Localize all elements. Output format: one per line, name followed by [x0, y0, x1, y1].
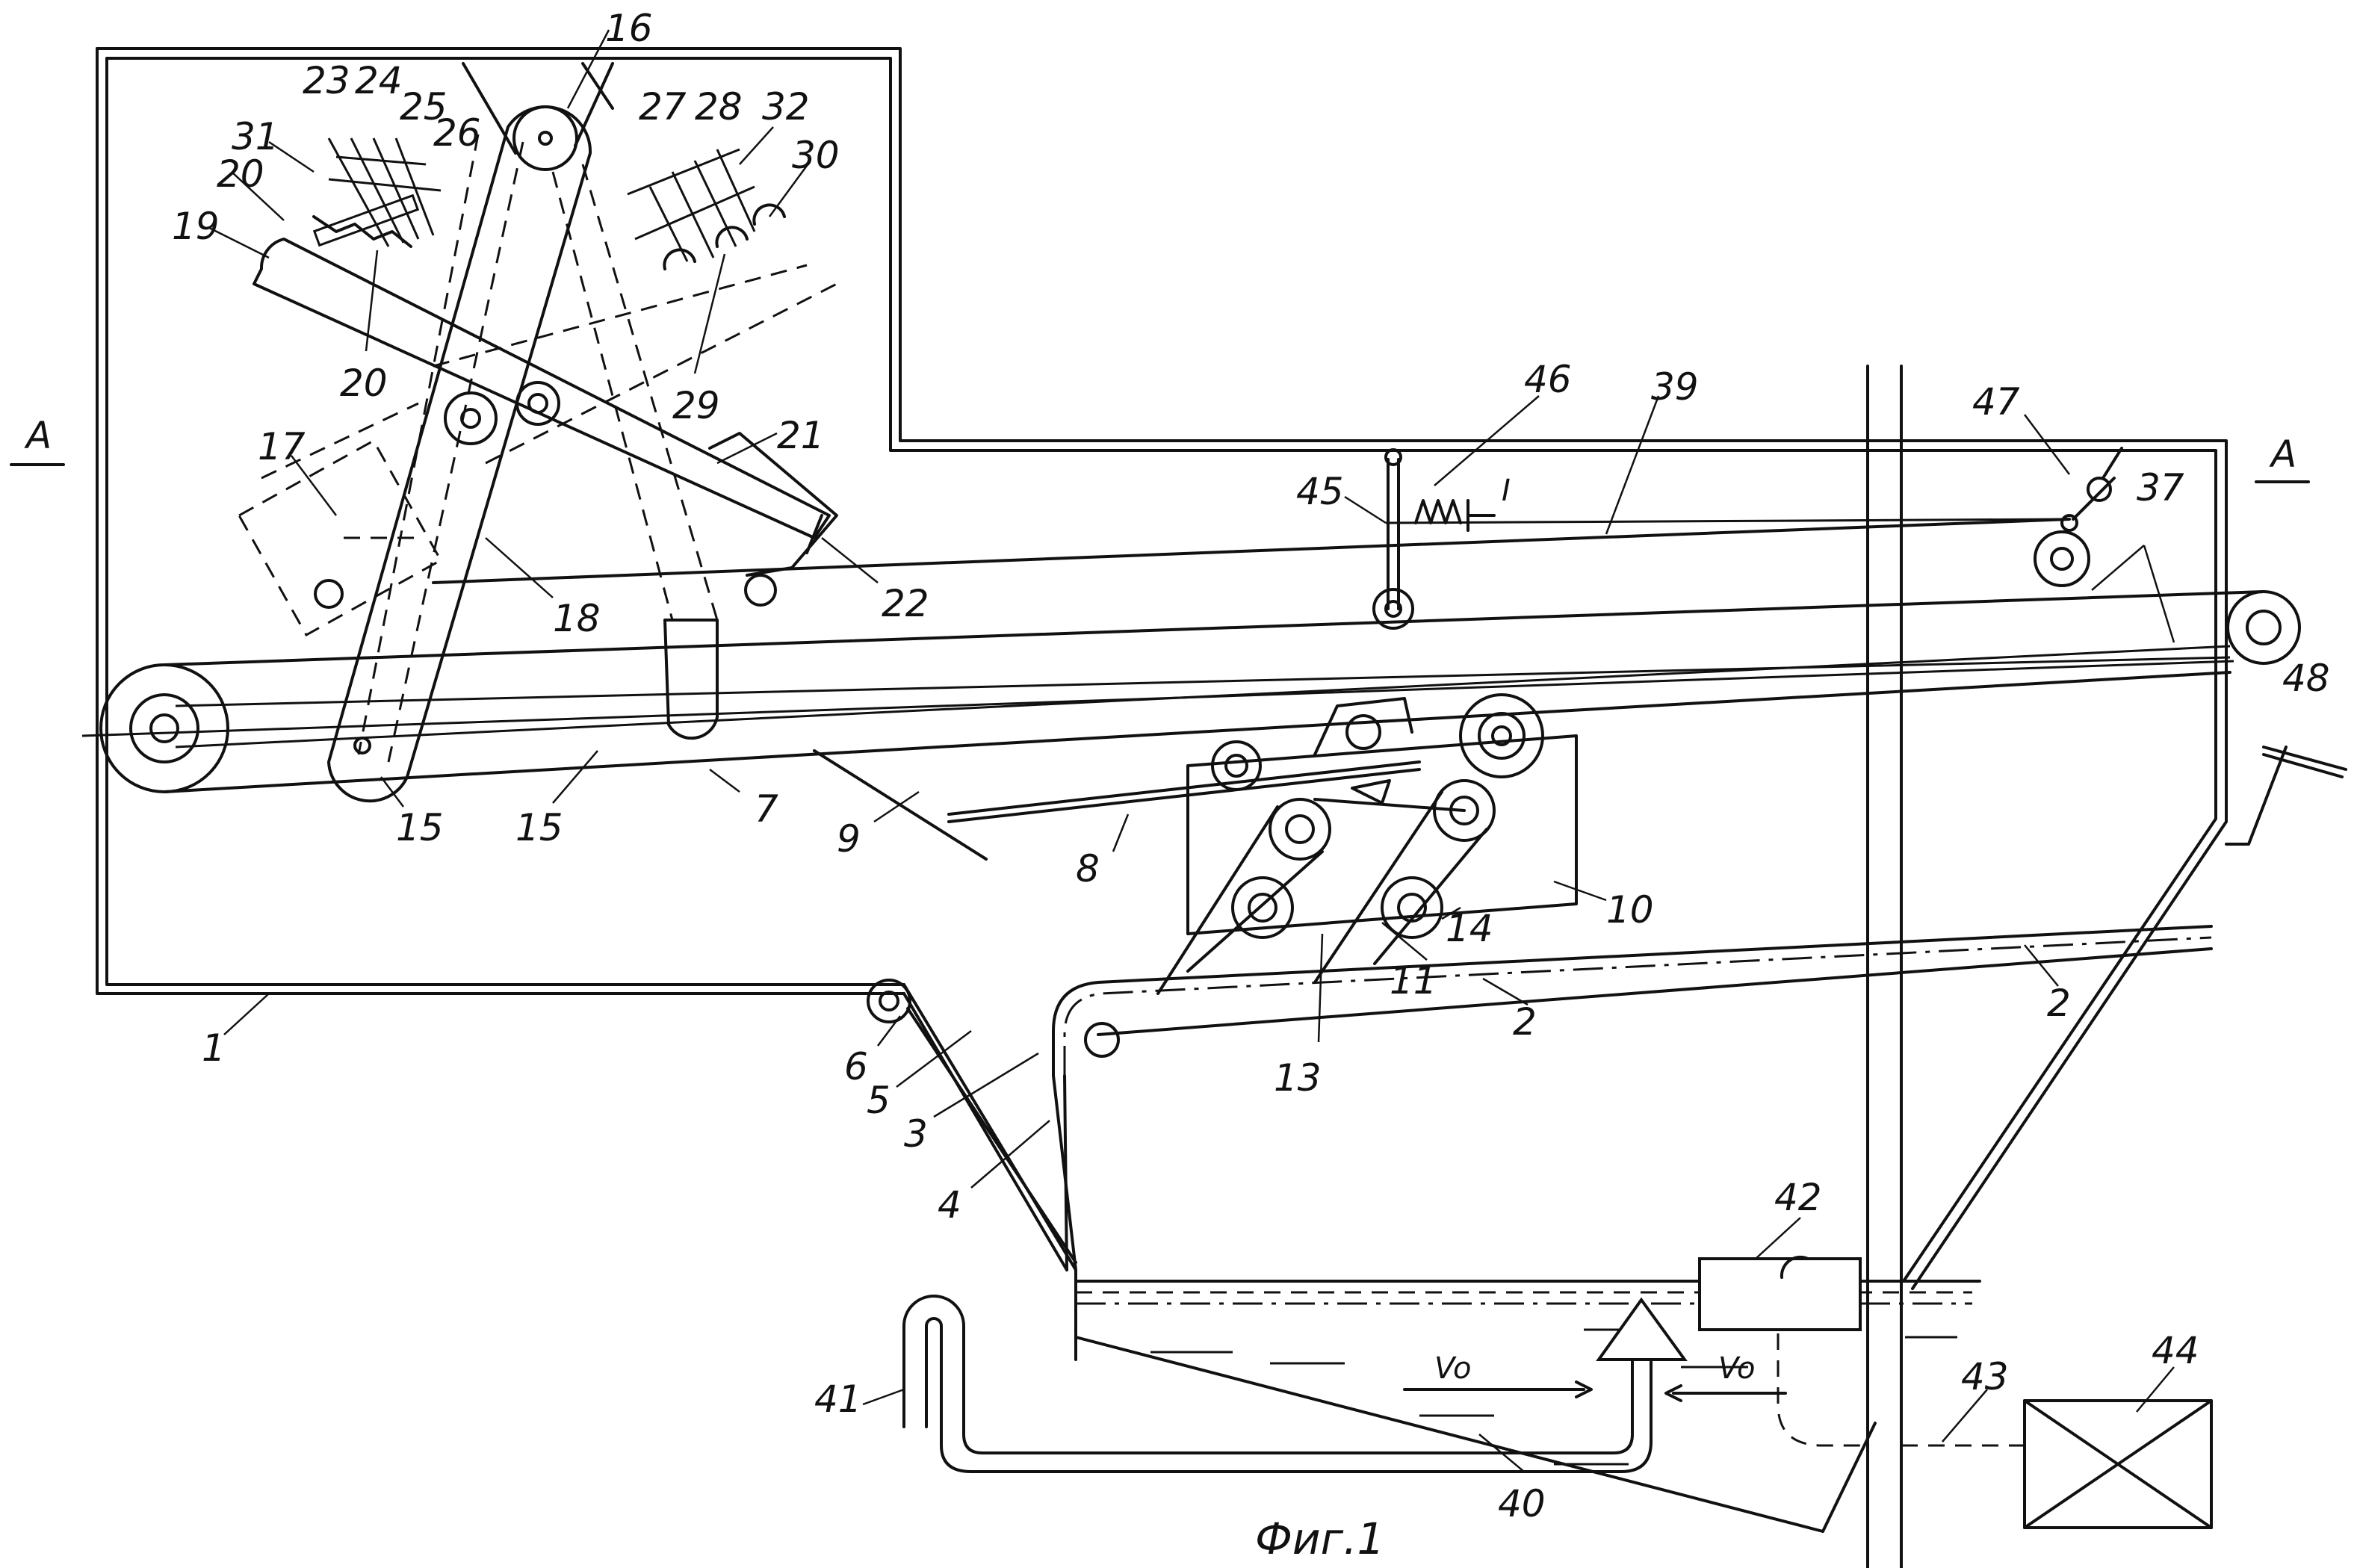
label-15-right: 15 [515, 806, 563, 849]
label-48: 48 [2282, 657, 2330, 700]
label-9: 9 [837, 817, 861, 861]
label-13: 13 [1274, 1056, 1322, 1100]
label-19: 19 [172, 205, 220, 248]
label-28: 28 [695, 85, 743, 128]
label-44: 44 [2152, 1329, 2199, 1372]
label-32: 32 [762, 85, 810, 128]
label-39: 39 [1651, 365, 1699, 409]
section-mark-a-right: A [2269, 433, 2296, 476]
crossing-arm-18 [254, 239, 837, 605]
label-22: 22 [882, 582, 929, 625]
label-5: 5 [867, 1079, 891, 1122]
lever-45-46: I [1374, 450, 1511, 628]
beam-39 [433, 519, 2069, 583]
label-10: 10 [1606, 888, 1654, 932]
label-26: 26 [433, 111, 481, 155]
section-mark-a-left: A [24, 414, 52, 457]
label-1: 1 [202, 1026, 226, 1070]
reference-labels: 1 2 2 3 4 5 6 7 8 9 10 11 13 14 15 15 16 [172, 7, 2330, 1525]
letter-mark-i: I [1502, 474, 1511, 508]
label-18: 18 [553, 597, 601, 640]
label-2-mid: 2 [1513, 1000, 1537, 1044]
label-4: 4 [938, 1183, 961, 1227]
label-3: 3 [904, 1112, 928, 1156]
label-23: 23 [303, 59, 350, 102]
label-7: 7 [755, 787, 778, 831]
label-47: 47 [1972, 380, 2020, 424]
lower-belt-2 [1053, 926, 2211, 1270]
siphon-41 [904, 1296, 1685, 1472]
label-20-top: 20 [217, 152, 264, 196]
outlet-48 [2226, 747, 2346, 844]
label-40: 40 [1498, 1482, 1546, 1525]
flow-label-vo-left: Vo [1434, 1351, 1472, 1386]
upper-conveyor-37 [82, 592, 2299, 792]
label-16: 16 [605, 7, 653, 50]
roller-47 [2035, 448, 2122, 586]
label-45: 45 [1296, 470, 1344, 513]
brush-unit-left [314, 138, 441, 247]
brush-unit-right [628, 149, 784, 269]
label-8: 8 [1076, 847, 1100, 890]
label-2-right: 2 [2047, 982, 2071, 1025]
label-20-bottom: 20 [340, 362, 388, 405]
label-37: 37 [2137, 466, 2184, 509]
label-14: 14 [1446, 907, 1493, 950]
block-10 [1158, 695, 1576, 994]
inclined-arm-15 [329, 63, 717, 801]
label-42: 42 [1774, 1176, 1822, 1219]
label-15-left: 15 [396, 806, 444, 849]
label-31: 31 [232, 115, 279, 158]
label-21: 21 [777, 414, 825, 457]
label-24: 24 [355, 59, 403, 102]
label-29: 29 [672, 384, 720, 427]
flow-label-vo-right: Vo [1718, 1351, 1756, 1386]
label-6: 6 [844, 1045, 868, 1088]
label-30: 30 [792, 134, 840, 177]
figure-caption: Фиг.1 [1255, 1513, 1384, 1564]
vertical-shaft [1868, 366, 1901, 1568]
label-41: 41 [814, 1378, 862, 1421]
label-27: 27 [639, 85, 687, 128]
label-17: 17 [258, 425, 306, 468]
label-46: 46 [1524, 358, 1572, 401]
control-box-44 [1901, 1401, 2211, 1528]
label-11: 11 [1390, 959, 1437, 1003]
label-43: 43 [1961, 1355, 2009, 1398]
section-marks: A A [11, 414, 2308, 482]
